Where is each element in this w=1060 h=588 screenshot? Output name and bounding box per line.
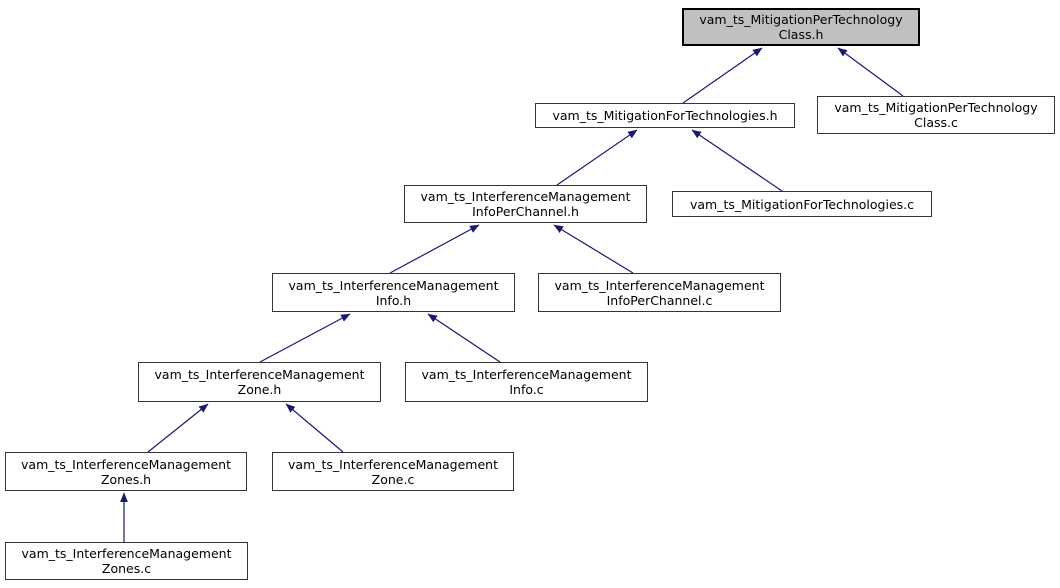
include-edge-vam_ts_interference_management_info_per_channel_h--to--vam_ts_mitigation_for_technologies_h	[556, 129, 638, 186]
node-label-line: vam_ts_MitigationPerTechnology	[834, 100, 1038, 115]
node-label-line: vam_ts_InterferenceManagement	[554, 277, 765, 293]
node-label-line: Zone.h	[237, 382, 282, 397]
node-label-line: vam_ts_InterferenceManagement	[288, 456, 498, 472]
include-edge-vam_ts_interference_management_zone_c--to--vam_ts_interference_management_zone_h	[285, 403, 344, 453]
include-edge-vam_ts_mitigation_per_technology_class_c--to--vam_ts_mitigation_per_technology_class_h	[837, 47, 904, 97]
node-label-line: Info.h	[375, 292, 412, 308]
node-label-line: vam_ts_MitigationForTechnologies.c	[690, 196, 914, 212]
include-edge-vam_ts_interference_management_info_per_channel_c--to--vam_ts_interference_management_info_per_channel_h	[553, 224, 634, 274]
node-label-line: vam_ts_InterferenceManagement	[154, 367, 365, 382]
graph-node-vam_ts_mitigation_for_technologies_c[interactable]: vam_ts_MitigationForTechnologies.c	[672, 191, 932, 217]
node-label-line: vam_ts_InterferenceManagement	[420, 189, 631, 204]
graph-node-vam_ts_mitigation_for_technologies_h[interactable]: vam_ts_MitigationForTechnologies.h	[535, 103, 795, 128]
node-label-line: vam_ts_InterferenceManagement	[21, 456, 231, 472]
node-label-line: vam_ts_MitigationPerTechnology	[699, 12, 903, 27]
node-label-line: vam_ts_InterferenceManagement	[21, 546, 232, 561]
include-edge-vam_ts_mitigation_for_technologies_c--to--vam_ts_mitigation_for_technologies_h	[691, 129, 783, 192]
node-label-line: vam_ts_MitigationForTechnologies.h	[552, 108, 778, 123]
node-label-line: Zones.h	[100, 471, 152, 487]
node-label-line: InfoPerChannel.c	[606, 292, 713, 308]
include-edge-vam_ts_interference_management_info_c--to--vam_ts_interference_management_info_h	[427, 313, 501, 363]
include-edge-vam_ts_mitigation_for_technologies_h--to--vam_ts_mitigation_per_technology_class_h	[682, 47, 763, 104]
node-label-line: Zones.c	[101, 561, 152, 576]
node-label-line: Class.c	[914, 115, 958, 130]
node-label-line: vam_ts_InterferenceManagement	[421, 367, 632, 382]
node-label-line: InfoPerChannel.h	[472, 204, 579, 219]
node-label-line: Zone.c	[371, 471, 415, 487]
node-label-line: Info.c	[509, 382, 544, 397]
node-label-line: vam_ts_InterferenceManagement	[288, 277, 499, 293]
include-edge-vam_ts_interference_management_zones_h--to--vam_ts_interference_management_zone_h	[147, 403, 209, 453]
include-edge-vam_ts_interference_management_info_h--to--vam_ts_interference_management_info_per_channel_h	[389, 224, 480, 274]
node-label-line: Class.h	[778, 27, 824, 42]
include-edge-vam_ts_interference_management_zone_h--to--vam_ts_interference_management_info_h	[259, 313, 351, 363]
